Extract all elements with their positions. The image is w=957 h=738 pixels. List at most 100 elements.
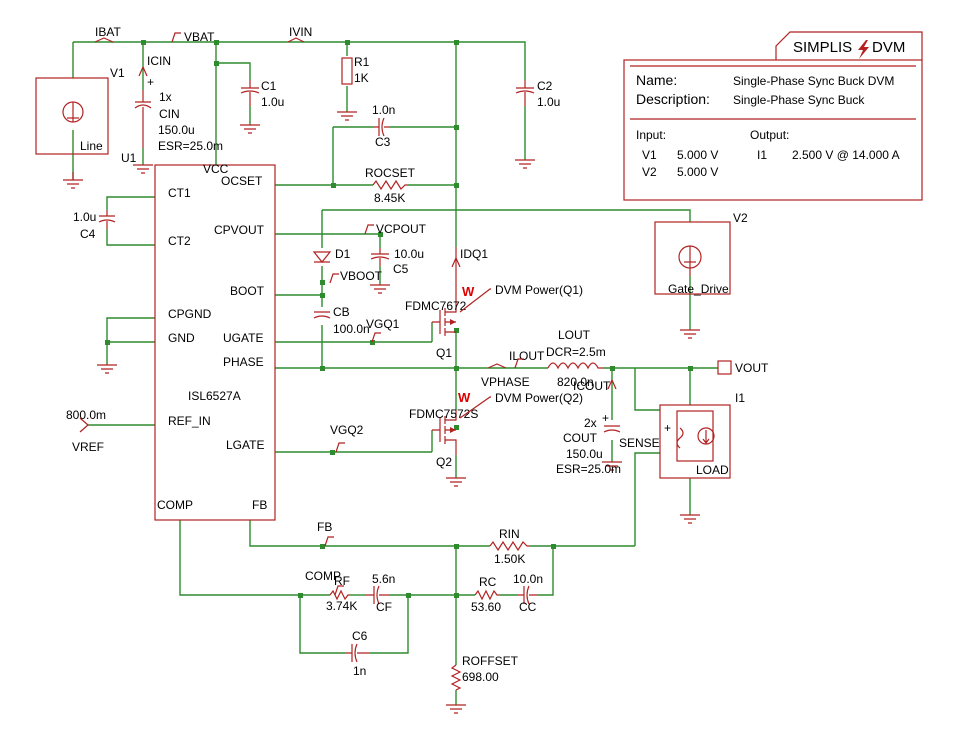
ic-vcc-label: VCC xyxy=(203,162,229,176)
q2-dvm-marker: W xyxy=(458,390,471,405)
cin-mult: 1x xyxy=(159,90,172,104)
lout-dcr: DCR=2.5m xyxy=(546,345,606,359)
cc-value: 10.0n xyxy=(513,572,543,586)
q1-dvm-label: DVM Power(Q1) xyxy=(495,283,583,297)
q1-arrow-icon xyxy=(450,319,456,325)
idq1-probe-icon xyxy=(451,257,461,268)
icout-probe-icon xyxy=(607,379,617,390)
c1: C1 1.0u xyxy=(240,79,284,109)
cb: CB 100.0n xyxy=(313,305,370,336)
fb-probe-icon xyxy=(324,536,334,547)
cout-plus-icon: + xyxy=(602,411,609,425)
vgq1-probe-icon xyxy=(371,332,381,343)
cin-plus-icon: + xyxy=(147,75,154,89)
input-1-value: 5.000 V xyxy=(677,148,718,162)
cout-value: 150.0u xyxy=(566,447,603,461)
i1-ref: I1 xyxy=(735,391,745,405)
vout-port-icon xyxy=(717,360,732,375)
d1: D1 xyxy=(312,247,351,263)
v2-ref: V2 xyxy=(733,211,748,225)
ic-ref: U1 xyxy=(121,151,137,165)
c2: C2 1.0u xyxy=(515,79,560,109)
cb-value: 100.0n xyxy=(333,322,370,336)
cf-ref: CF xyxy=(376,600,392,614)
q1-dvm-marker: W xyxy=(462,284,475,299)
vboot-probe-icon xyxy=(329,273,339,284)
load-plus-icon: + xyxy=(664,421,671,435)
probe-flags: IBAT VBAT IVIN ICIN VCPOUT VBOOT VGQ1 ID… xyxy=(94,25,769,596)
cin-value: 150.0u xyxy=(158,123,195,137)
ivin-probe-icon xyxy=(287,37,305,43)
cout-mult: 2x xyxy=(584,416,597,430)
ground-symbols xyxy=(63,111,700,714)
ground-icon xyxy=(680,329,700,339)
rin-value: 1.50K xyxy=(494,552,525,566)
ground-icon xyxy=(133,164,153,174)
lout-value: 820.0n xyxy=(557,375,594,389)
probe-ivin: IVIN xyxy=(289,25,312,39)
c5-ref: C5 xyxy=(393,262,409,276)
probe-fb: FB xyxy=(317,520,332,534)
roffset-value: 698.00 xyxy=(462,670,499,684)
junctions xyxy=(105,40,693,598)
cin: + 1x CIN 150.0u ESR=25.0m xyxy=(134,75,223,153)
rocset-ref: ROCSET xyxy=(365,166,416,180)
probe-idq1: IDQ1 xyxy=(460,247,488,261)
r1-ref: R1 xyxy=(354,55,370,69)
title-block: SIMPLIS DVM Name: Single-Phase Sync Buck… xyxy=(623,31,923,201)
brand-text: SIMPLIS xyxy=(793,39,852,56)
vref-ref: VREF xyxy=(72,440,104,454)
probe-vbat: VBAT xyxy=(184,30,215,44)
c3: 1.0n C3 xyxy=(372,103,395,149)
input-2-value: 5.000 V xyxy=(677,165,718,179)
v2-label: Gate_Drive xyxy=(668,282,729,296)
rf: RF 3.74K xyxy=(326,574,357,613)
lightning-icon xyxy=(858,40,869,59)
q2-mosfet: FDMC7572S Q2 W DVM Power(Q2) xyxy=(409,390,583,469)
pin-ct2: CT2 xyxy=(168,234,191,248)
c6-value: 1n xyxy=(353,664,366,678)
rocset: ROCSET 8.45K xyxy=(365,166,416,205)
input-label: Input: xyxy=(636,128,666,142)
vbat-probe-icon xyxy=(171,32,181,43)
rin: RIN 1.50K xyxy=(489,527,530,566)
v1-source: V1 Line xyxy=(35,66,125,155)
q1-part: FDMC7672 xyxy=(405,299,467,313)
lout-ref: LOUT xyxy=(558,328,591,342)
pin-boot: BOOT xyxy=(230,284,265,298)
q2-dvm-leader xyxy=(459,396,491,419)
roffset-ref: ROFFSET xyxy=(462,654,519,668)
lout: LOUT DCR=2.5m 820.0n xyxy=(546,328,606,389)
r1: R1 1K xyxy=(341,55,370,85)
comp-probe-icon xyxy=(334,585,344,596)
output-1-value: 2.500 V @ 14.000 A xyxy=(792,148,900,162)
roffset: ROFFSET 698.00 xyxy=(450,654,519,691)
pin-ct1: CT1 xyxy=(168,186,191,200)
input-2-name: V2 xyxy=(642,165,657,179)
output-1-name: I1 xyxy=(757,148,767,162)
ground-icon xyxy=(240,124,260,134)
description-value: Single-Phase Sync Buck xyxy=(733,93,865,107)
probe-ilout: ILOUT xyxy=(509,349,545,363)
input-1-name: V1 xyxy=(642,148,657,162)
vcpout-probe-icon xyxy=(364,224,374,235)
c3-ref: C3 xyxy=(375,135,391,149)
ground-icon xyxy=(337,111,357,121)
ic-u1: U1 VCC ISL6527A CT1 CT2 CPGND GND REF_IN… xyxy=(121,151,276,521)
d1-ref: D1 xyxy=(335,247,351,261)
rocset-value: 8.45K xyxy=(374,191,405,205)
rf-value: 3.74K xyxy=(326,599,357,613)
q2-arrow-icon xyxy=(450,427,456,433)
rc: RC 53.60 xyxy=(471,575,501,614)
probe-vgq2: VGQ2 xyxy=(330,423,364,437)
probe-vboot: VBOOT xyxy=(340,269,383,283)
probe-vgq1: VGQ1 xyxy=(366,317,400,331)
cin-ref: CIN xyxy=(159,107,180,121)
ibat-probe-icon xyxy=(94,37,114,43)
cb-ref: CB xyxy=(333,305,350,319)
probe-comp: COMP xyxy=(305,569,341,583)
cin-esr: ESR=25.0m xyxy=(158,139,223,153)
cout: + 2x COUT 150.0u ESR=25.0m xyxy=(556,411,621,476)
cf-value: 5.6n xyxy=(372,572,395,586)
